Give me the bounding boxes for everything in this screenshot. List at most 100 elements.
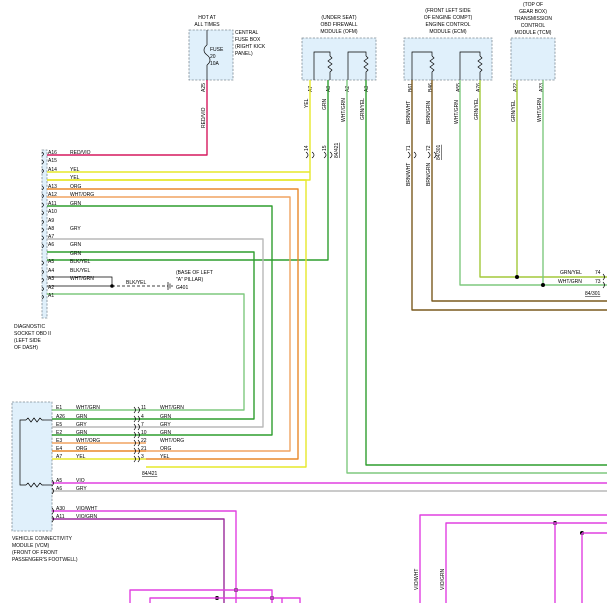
ofm-connector-cavity-14: 14 — [304, 145, 310, 151]
vcm-cavity-label: 3 — [141, 454, 144, 460]
upper-wire-labels: RED/VIO YEL GRN WHT/GRN GRN/YEL BRN/WHT … — [201, 98, 543, 186]
label-ofm-grn: GRN — [322, 99, 328, 111]
fuse-box-label-3: (RIGHT KICK — [235, 44, 266, 50]
vcm-cavity-label: 4 — [141, 414, 144, 420]
bottom-label-vio-wht: VIO/WHT — [414, 569, 420, 590]
obd-pin-label: A9 — [48, 218, 54, 224]
vcm-lower-terminal — [51, 487, 54, 495]
vcm-out-wire-label: ORG — [160, 446, 172, 452]
wire-vcm-vio-wht — [52, 510, 237, 603]
wire-red-vio — [47, 80, 208, 156]
label-red-vio: RED/VIO — [201, 107, 207, 128]
obd-pin-terminal — [41, 151, 44, 157]
bottom-label-vio-grn: VIO/GRN — [440, 568, 446, 590]
obd-pin-label: A1 — [48, 293, 54, 299]
tcm-label-4: CONTROL — [521, 23, 546, 29]
ground-splice — [110, 284, 114, 288]
vcm-connector-label: 84/421 — [142, 471, 158, 477]
obd-pin-terminal — [41, 260, 44, 266]
vcm-wire-label: WHT/ORG — [76, 438, 100, 444]
tcm-pin-a23: A23 — [539, 83, 545, 92]
wire-ecm-brn-wht — [411, 80, 607, 311]
vcm-pin-label: E1 — [56, 405, 62, 411]
ground-symbol: BLK/YEL (BASE OF LEFT "A" PILLAR) G401 — [126, 270, 213, 291]
ecm-pin-b61: B61 — [408, 83, 414, 92]
obd-wire-label: GRN — [70, 251, 82, 257]
fuse-label-1: FUSE — [210, 47, 224, 53]
obd-pin-label: A8 — [48, 226, 54, 232]
obd-pin-label: A3 — [48, 276, 54, 282]
obd-label-2: SOCKET OBD II — [14, 331, 51, 337]
ofm-label: (UNDER SEAT) OBD FIREWALL MODULE (OFM) — [320, 15, 358, 35]
wire-ecm-wht-grn — [459, 80, 607, 286]
wire-bottom-vio-wht — [419, 514, 607, 603]
ofm-module — [301, 37, 377, 81]
obd-pin-label: A2 — [48, 285, 54, 291]
wire-bottom-vio-grn — [445, 522, 607, 603]
vcm-pin-label: E5 — [56, 422, 62, 428]
obd-pin-terminal — [41, 219, 44, 225]
obd-pin-label: A10 — [48, 209, 57, 215]
wire-ofm-grn-yel — [365, 80, 607, 466]
right-wire-73-label: WHT/GRN — [558, 279, 582, 285]
obd-wire-label: BLK/YEL — [70, 259, 91, 265]
wire-ofm-grn — [47, 80, 329, 261]
obd-label: DIAGNOSTIC SOCKET OBD II (LEFT SIDE OF D… — [14, 324, 51, 351]
vcm-pin-label: E3 — [56, 438, 62, 444]
label-ofm-wht-grn: WHT/GRN — [341, 98, 347, 122]
vcm-lower-pin-label: A30 — [56, 506, 65, 512]
obd-pin-terminal — [41, 269, 44, 275]
obd-pin-terminal — [41, 202, 44, 208]
vcm-inline-terminal — [133, 415, 140, 423]
wire-obd-grn-a6 — [47, 251, 255, 420]
wire-ofm-wht-grn — [346, 80, 607, 474]
obd-pin-label: A16 — [48, 150, 57, 156]
vcm-lower-wire-label: VIO — [76, 478, 85, 484]
wire-obd-grn-a11 — [47, 205, 273, 436]
vcm-cavity-label: 10 — [141, 430, 147, 436]
wire-obd-org — [47, 188, 299, 460]
wire-bottom-h2 — [149, 597, 301, 603]
vcm-lower-wire-label: VIO/GRN — [76, 514, 98, 520]
right-cavity-73: 73 — [595, 279, 601, 285]
fuse-box-label: CENTRAL FUSE BOX (RIGHT KICK PANEL) — [235, 30, 266, 57]
obd-pin-label: A6 — [48, 242, 54, 248]
vcm-inline-terminal — [133, 406, 140, 414]
ecm-connector-cavity-71: 71 — [406, 145, 412, 151]
obd-pin-terminal — [41, 193, 44, 199]
ecm-label-1: (FRONT LEFT SIDE — [425, 8, 471, 14]
tcm-label-3: TRANSMISSION — [514, 16, 552, 22]
ground-wire-label: BLK/YEL — [126, 280, 147, 286]
obd-pin-label: A12 — [48, 192, 57, 198]
vcm-internal-circuit — [19, 417, 52, 488]
label-ecm-b61-lower: BRN/WHT — [406, 163, 412, 186]
vcm-inline-terminal — [133, 431, 140, 439]
wire-vcm-vio-grn — [52, 518, 225, 603]
right-inline-connector: GRN/YEL WHT/GRN 74 73 84/301 — [558, 270, 605, 297]
obd-pin-terminal — [41, 227, 44, 233]
obd-pin-label: A4 — [48, 268, 54, 274]
wire-bottom-vio-b — [581, 532, 607, 603]
obd-pin-terminal — [41, 243, 44, 249]
wire-obd-yel-lower — [47, 179, 307, 468]
obd-pin-terminal — [41, 168, 44, 174]
vcm-out-wire-label: GRN — [160, 414, 172, 420]
tcm-label-1: (TOP OF — [523, 2, 543, 8]
obd-wires — [47, 171, 310, 468]
fuse-box-module — [188, 29, 234, 81]
vcm-out-wire-label: GRN — [160, 430, 172, 436]
obd-pin-terminal — [41, 286, 44, 292]
tcm-module — [510, 37, 556, 81]
ecm-connector-cavity-72: 72 — [426, 145, 432, 151]
ecm-pins: B61 B46 A55 A76 — [408, 83, 482, 92]
upper-vertical-wires — [47, 80, 607, 474]
vcm-lower-terminal — [51, 507, 54, 515]
fuse-hot-line-1: HOT AT — [198, 15, 216, 21]
tcm-label: (TOP OF GEAR BOX) TRANSMISSION CONTROL M… — [514, 2, 552, 36]
obd-wire-label: RED/VIO — [70, 150, 91, 156]
fuse-pin: A25 — [201, 83, 207, 92]
label-ecm-a76: GRN/YEL — [474, 98, 480, 120]
ground-id: G401 — [176, 285, 188, 291]
obd-wire-label: BLK/YEL — [70, 268, 91, 274]
